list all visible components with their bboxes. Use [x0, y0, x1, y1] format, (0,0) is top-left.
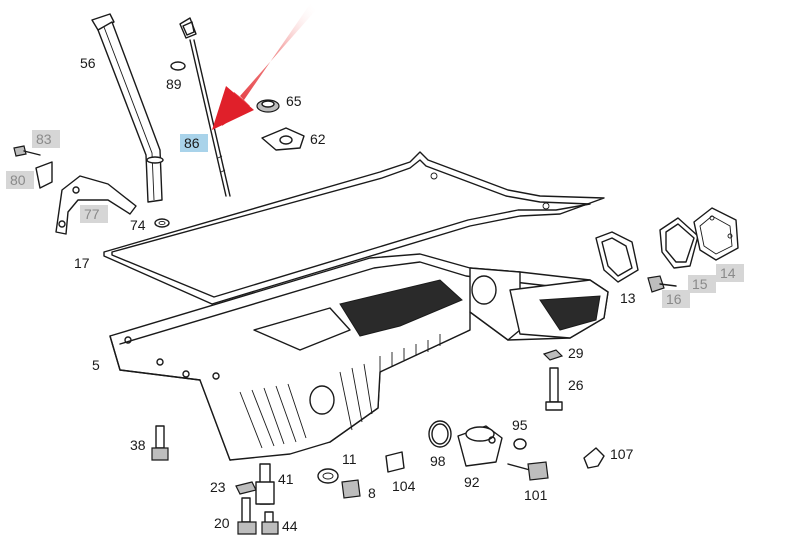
- label-56[interactable]: 56: [80, 55, 96, 71]
- label-107[interactable]: 107: [610, 446, 634, 462]
- label-89[interactable]: 89: [166, 76, 182, 92]
- label-29[interactable]: 29: [568, 345, 584, 361]
- part-56-filler-tube[interactable]: [91, 13, 164, 203]
- label-11[interactable]: 11: [342, 451, 357, 467]
- label-14[interactable]: 14: [720, 265, 736, 281]
- part-104-clip[interactable]: [385, 451, 405, 473]
- part-26-stud[interactable]: [545, 367, 563, 411]
- part-13-cover-gasket[interactable]: [595, 231, 639, 283]
- part-74-washer[interactable]: [154, 218, 170, 228]
- part-29-nut[interactable]: [542, 349, 564, 361]
- part-65-grommet[interactable]: [256, 99, 280, 113]
- label-80[interactable]: 80: [10, 172, 26, 188]
- label-8[interactable]: 8: [368, 485, 376, 501]
- label-98[interactable]: 98: [430, 453, 446, 469]
- part-8-drain-plug[interactable]: [341, 479, 361, 499]
- part-41-sleeve[interactable]: [255, 463, 275, 505]
- red-arrow-icon: [212, 4, 316, 130]
- part-14-cover[interactable]: [693, 207, 739, 261]
- part-95-washer[interactable]: [513, 438, 527, 450]
- part-44-bolt[interactable]: [261, 511, 279, 535]
- part-38-bolt[interactable]: [151, 425, 169, 461]
- label-26[interactable]: 26: [568, 377, 584, 393]
- label-62[interactable]: 62: [310, 131, 326, 147]
- part-5-oil-pan[interactable]: [109, 253, 609, 461]
- part-83-bolt[interactable]: [13, 145, 41, 157]
- label-5[interactable]: 5: [92, 357, 100, 373]
- label-38[interactable]: 38: [130, 437, 146, 453]
- part-20-bolt[interactable]: [237, 497, 257, 535]
- part-89-oring[interactable]: [170, 61, 186, 71]
- label-44[interactable]: 44: [282, 518, 298, 534]
- label-77[interactable]: 77: [84, 206, 100, 222]
- label-41[interactable]: 41: [278, 471, 294, 487]
- label-16[interactable]: 16: [666, 291, 682, 307]
- part-62-bracket[interactable]: [261, 127, 305, 151]
- label-20[interactable]: 20: [214, 515, 230, 531]
- label-boxes: [6, 130, 744, 308]
- label-15[interactable]: 15: [692, 276, 708, 292]
- part-16-bolt[interactable]: [647, 275, 677, 293]
- part-101-bolt[interactable]: [507, 461, 549, 481]
- label-65[interactable]: 65: [286, 93, 302, 109]
- part-15-gasket[interactable]: [659, 217, 699, 269]
- part-77-bracket[interactable]: [55, 175, 137, 235]
- label-101[interactable]: 101: [524, 487, 548, 503]
- part-98-oring[interactable]: [428, 420, 452, 448]
- label-86[interactable]: 86: [184, 135, 200, 151]
- label-74[interactable]: 74: [130, 217, 146, 233]
- part-17-gasket[interactable]: [103, 151, 605, 305]
- label-23[interactable]: 23: [210, 479, 226, 495]
- label-17[interactable]: 17: [74, 255, 90, 271]
- label-92[interactable]: 92: [464, 474, 480, 490]
- part-80-clip[interactable]: [35, 161, 53, 189]
- label-13[interactable]: 13: [620, 290, 636, 306]
- part-11-seal[interactable]: [317, 468, 339, 484]
- part-23-washer[interactable]: [235, 481, 257, 495]
- label-104[interactable]: 104: [392, 478, 416, 494]
- part-86-dipstick[interactable]: [179, 17, 231, 197]
- label-95[interactable]: 95: [512, 417, 528, 433]
- part-92-sensor[interactable]: [457, 425, 503, 467]
- label-83[interactable]: 83: [36, 131, 52, 147]
- part-107-clamp[interactable]: [583, 447, 605, 469]
